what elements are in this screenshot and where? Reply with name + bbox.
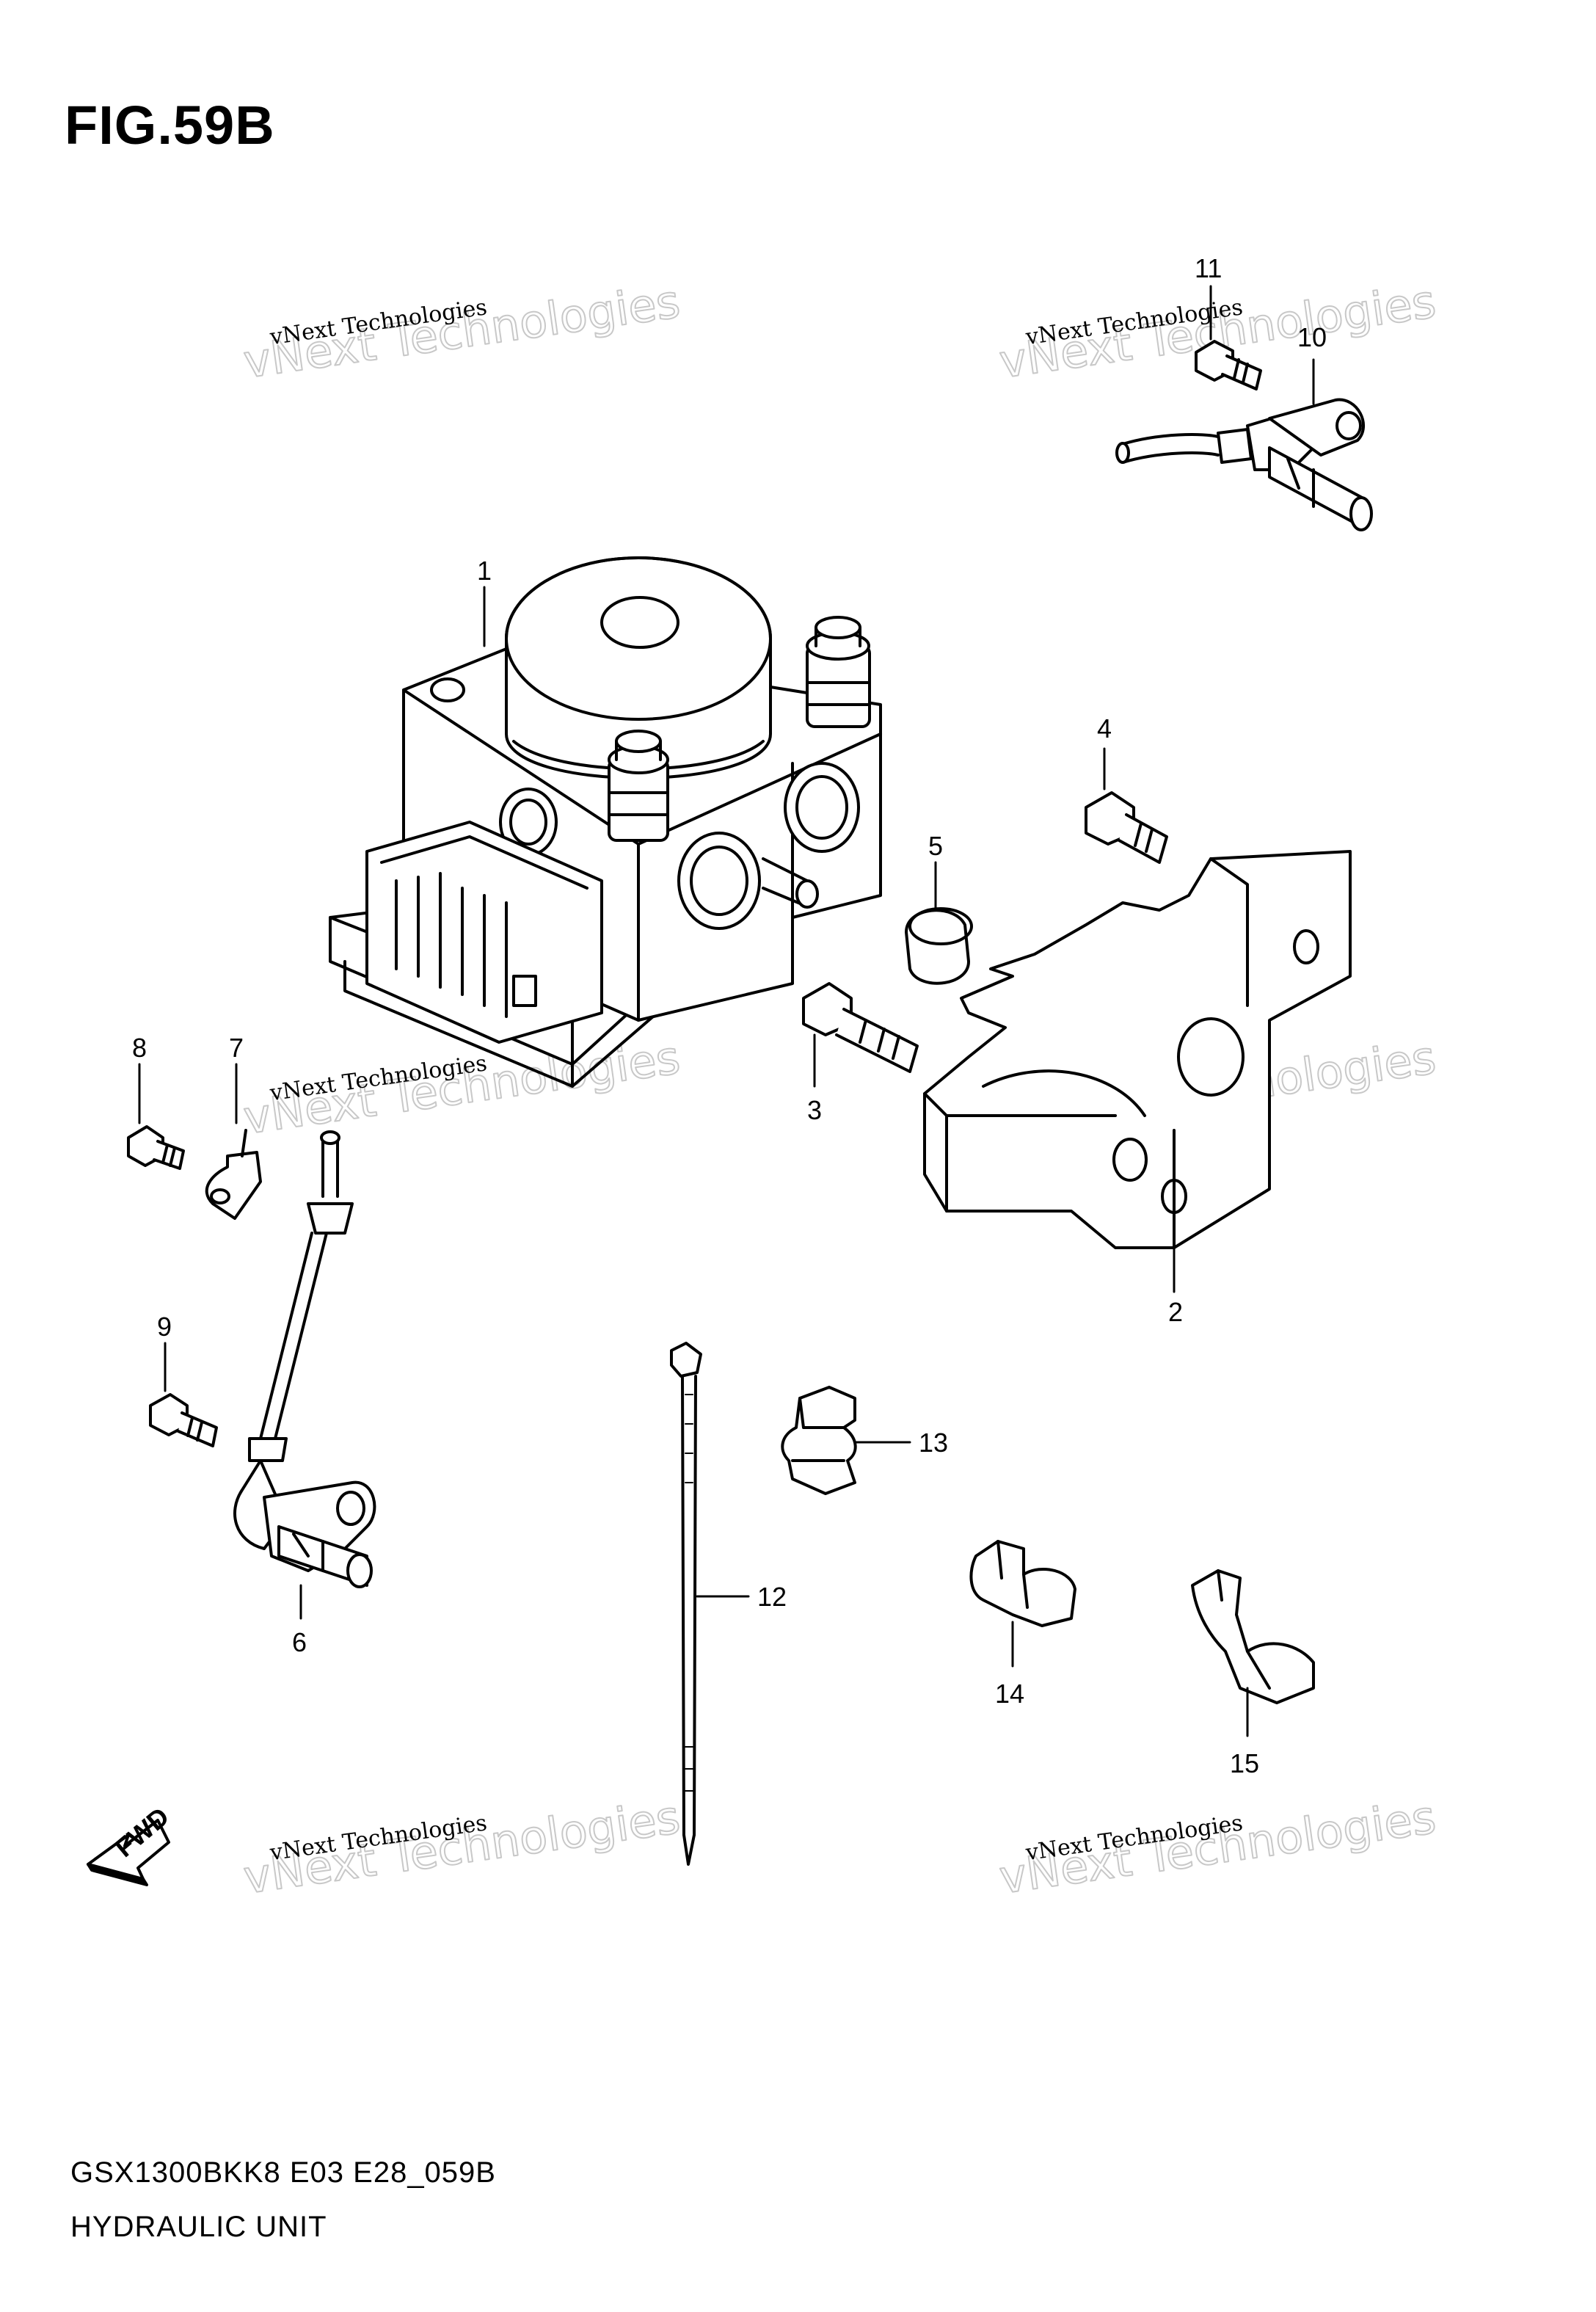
- callout-12: 12: [757, 1582, 787, 1612]
- grommet: [905, 861, 973, 985]
- callout-2: 2: [1168, 1297, 1183, 1327]
- bracket: [923, 850, 1352, 1293]
- clip-13: [781, 1386, 911, 1495]
- clip-14: [969, 1540, 1076, 1668]
- bolt-4: [1085, 747, 1168, 864]
- callout-14: 14: [995, 1679, 1024, 1709]
- cable-tie: [670, 1342, 750, 1866]
- bolt-8: [127, 1063, 185, 1170]
- watermark-mid-left: vNext Technologies vNext Technologies: [239, 1030, 683, 1146]
- diagram-name: HYDRAULIC UNIT: [70, 2211, 327, 2243]
- callout-3: 3: [807, 1095, 822, 1125]
- watermark-bottom-left: vNext Technologies vNext Technologies: [239, 1789, 683, 1905]
- wheel-speed-sensor: [233, 1130, 376, 1620]
- screw-11: [1195, 285, 1262, 390]
- forward-arrow-icon: FWD: [87, 1801, 175, 1886]
- bolt-9: [149, 1342, 218, 1447]
- callout-9: 9: [157, 1312, 172, 1342]
- figure-title: FIG.59B: [65, 95, 275, 156]
- callout-6: 6: [292, 1627, 307, 1657]
- callout-10: 10: [1297, 322, 1327, 352]
- callout-8: 8: [132, 1033, 147, 1063]
- callout-13: 13: [919, 1428, 948, 1458]
- callout-1: 1: [477, 556, 492, 586]
- callout-4: 4: [1097, 713, 1112, 744]
- speed-sensor: [1115, 358, 1373, 531]
- watermark-top-left: vNext Technologies vNext Technologies: [239, 274, 683, 390]
- sensor-clamp: [205, 1063, 262, 1220]
- watermark-bottom-right: vNext Technologies vNext Technologies: [995, 1789, 1439, 1905]
- diagram-code: GSX1300BKK8 E03 E28_059B: [70, 2156, 496, 2189]
- callout-7: 7: [229, 1033, 244, 1063]
- hydraulic-unit: [329, 556, 882, 1088]
- clip-15: [1191, 1569, 1315, 1737]
- callout-15: 15: [1230, 1748, 1259, 1778]
- callout-5: 5: [928, 831, 943, 861]
- callout-labels: 1 2 3 4 5 6 7 8 9 10 11 12 13 14 15: [132, 253, 1327, 1778]
- callout-11: 11: [1195, 253, 1222, 283]
- bolt-3: [802, 982, 919, 1088]
